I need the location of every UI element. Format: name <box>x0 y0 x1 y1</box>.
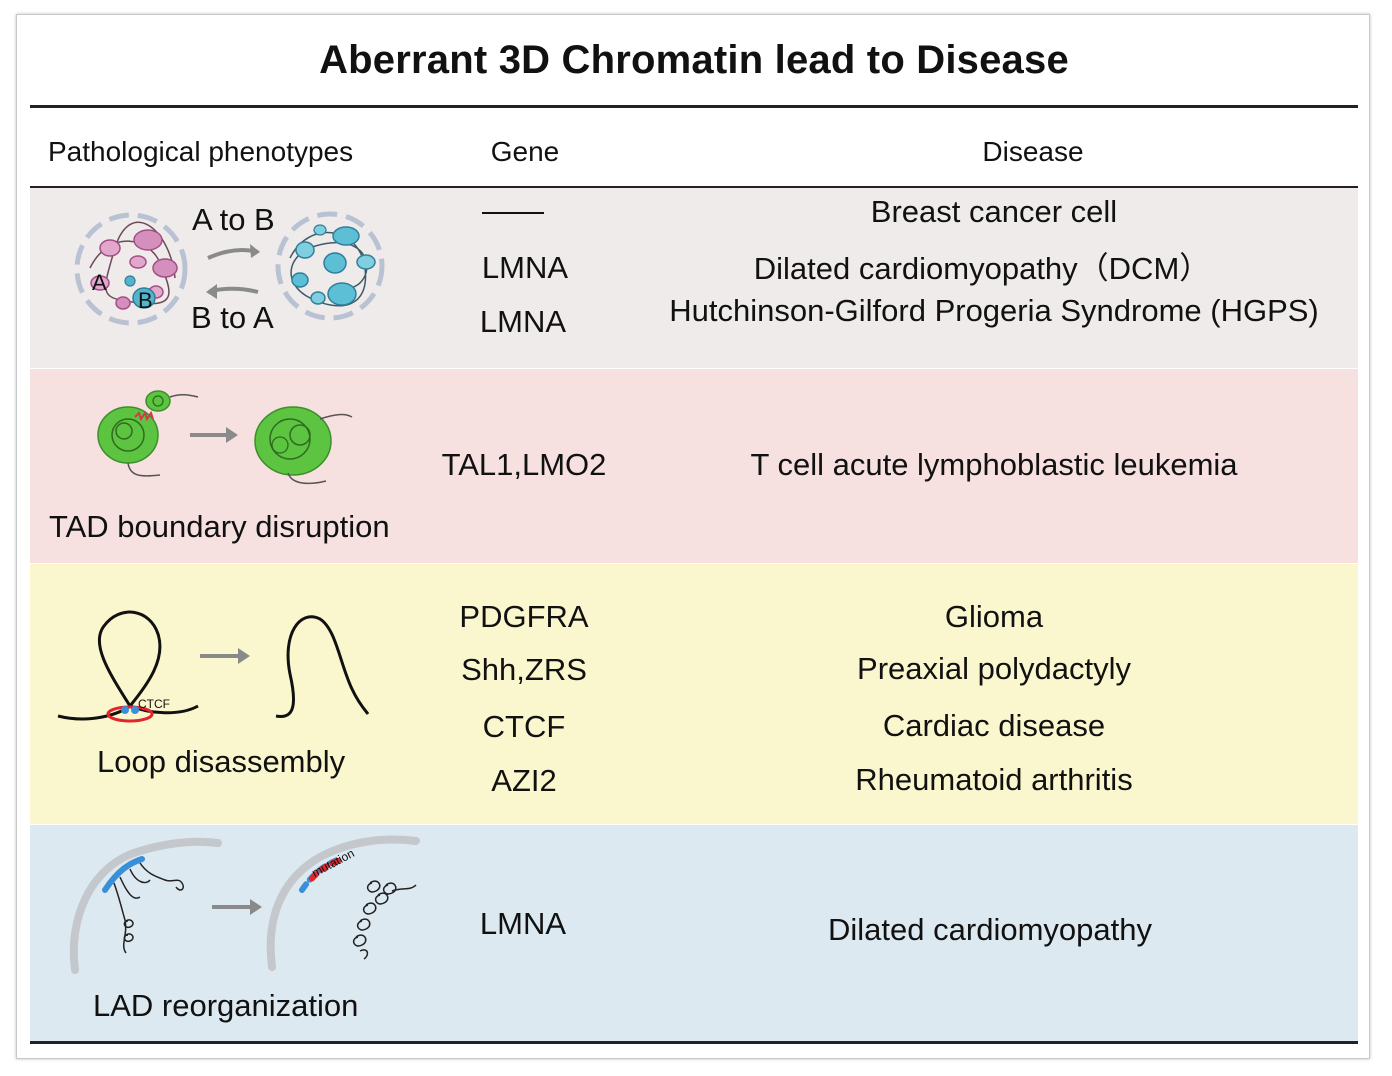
a-to-b-label: A to B <box>192 202 275 237</box>
gene-cell: Shh,ZRS <box>461 652 587 687</box>
row-compartment-switch <box>30 188 1358 368</box>
gene-cell: AZI2 <box>491 763 557 798</box>
gene-cell: LMNA <box>479 304 567 339</box>
row-loop-disassembly <box>30 564 1358 824</box>
gene-cell: CTCF <box>482 709 566 744</box>
header-rule <box>30 186 1358 188</box>
disease-cell: T cell acute lymphoblastic leukemia <box>750 447 1238 482</box>
gene-cell: —— <box>482 193 544 228</box>
row-tad-boundary <box>30 369 1358 563</box>
compartment-a-label: A <box>92 270 107 295</box>
compartment-switch-illustration <box>74 211 385 326</box>
gene-cell: LMNA <box>479 906 567 941</box>
loop-disassembly-illustration <box>57 610 370 723</box>
tad-disruption-illustration <box>97 390 353 485</box>
header-gene: Gene <box>490 136 560 167</box>
gene-cell: TAL1,LMO2 <box>441 447 607 482</box>
disease-cell: Dilated cardiomyopathy（DCM） <box>753 251 1211 286</box>
header-disease: Disease <box>982 136 1084 167</box>
lad-reorganization-label: LAD reorganization <box>93 988 359 1023</box>
header-phenotypes: Pathological phenotypes <box>48 136 354 167</box>
disease-cell: Glioma <box>944 599 1044 634</box>
disease-cell: Dilated cardiomyopathy <box>828 912 1152 947</box>
title-rule <box>30 105 1358 108</box>
compartment-b-label: B <box>138 288 153 313</box>
figure-title: Aberrant 3D Chromatin lead to Disease <box>319 38 1069 82</box>
disease-cell: Cardiac disease <box>882 708 1106 743</box>
lad-reorganization-illustration <box>69 835 420 974</box>
gene-cell: LMNA <box>481 250 569 285</box>
tad-boundary-label: TAD boundary disruption <box>49 509 390 544</box>
row-lad-reorganization <box>30 825 1358 1041</box>
disease-cell: Breast cancer cell <box>870 194 1118 229</box>
b-to-a-label: B to A <box>191 300 274 335</box>
disease-cell: Hutchinson-Gilford Progeria Syndrome (HG… <box>669 293 1319 328</box>
bottom-rule <box>30 1041 1358 1044</box>
gene-cell: PDGFRA <box>459 599 589 634</box>
disease-cell: Rheumatoid arthritis <box>855 762 1133 797</box>
disease-cell: Preaxial polydactyly <box>857 651 1131 686</box>
loop-disassembly-label: Loop disassembly <box>97 744 346 779</box>
ctcf-label: CTCF <box>138 697 170 711</box>
